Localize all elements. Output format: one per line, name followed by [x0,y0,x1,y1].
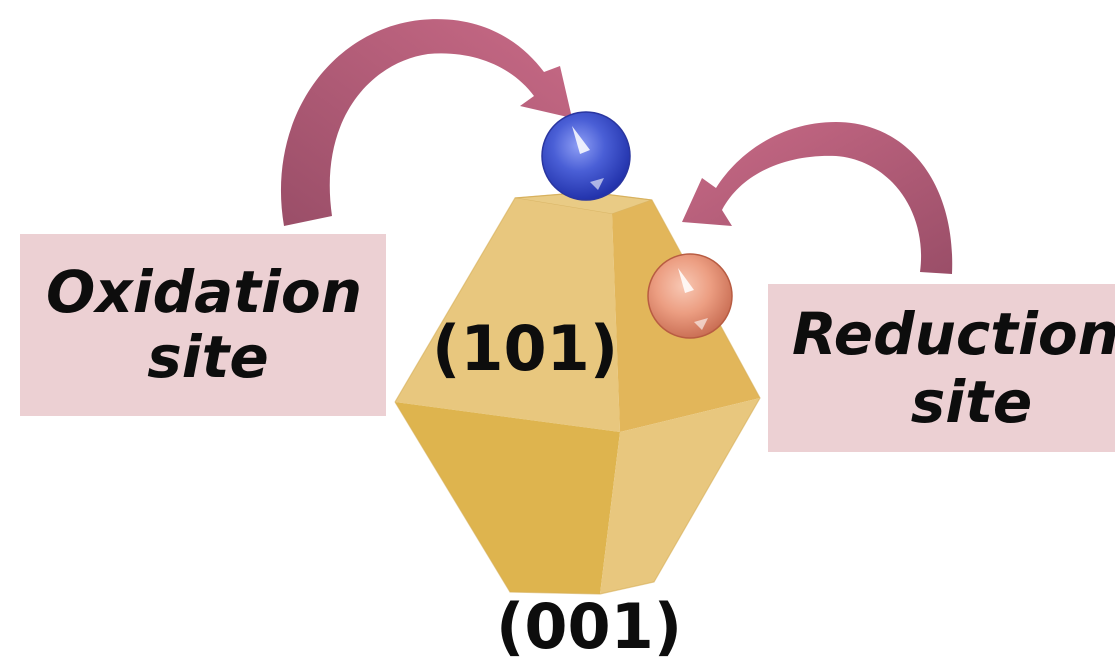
reduction-sphere [647,253,733,339]
oxidation-label-line1: Oxidation [46,258,362,327]
reduction-label-line2: site [910,368,1033,436]
oxidation-arrow [280,19,572,227]
oxidation-sphere [541,111,631,201]
reduction-label-line1: Reduction [791,299,1115,368]
facet-001-label: (001) [496,590,683,663]
curved-arrow-icon [682,122,953,274]
reduction-site-label: Reduction site [768,284,1115,452]
oxidation-site-label: Oxidation site [20,234,386,416]
reduction-arrow [682,122,953,274]
curved-arrow-icon [280,19,572,227]
crystal-octahedron [394,191,761,595]
crystal-facet-upper-left [395,198,620,432]
crystal-facet-lower-left [395,402,620,594]
crystal-facet-lower-right [600,398,760,594]
oxidation-label-line2: site [147,323,269,391]
facet-101-label: (101) [432,312,619,385]
